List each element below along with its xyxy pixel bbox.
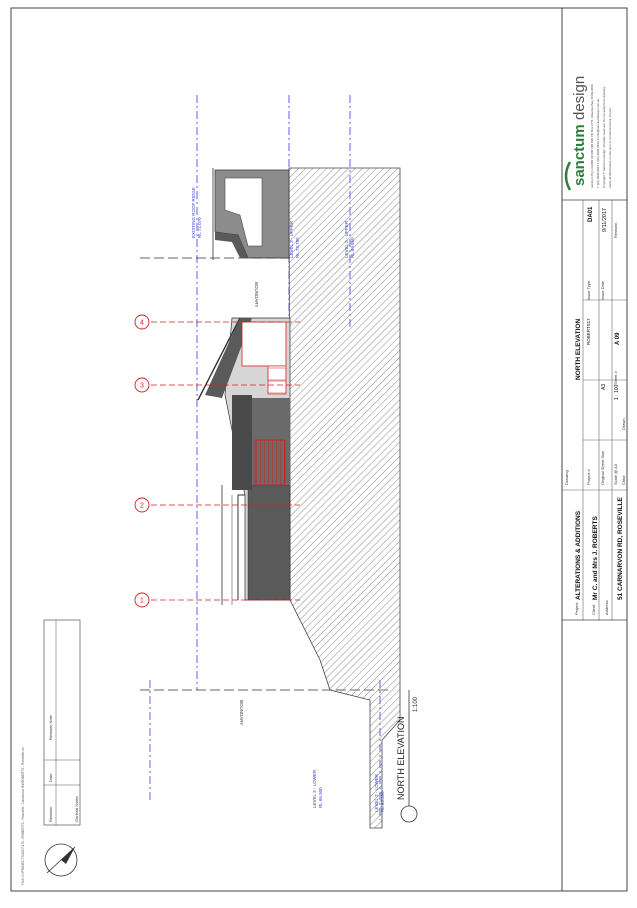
logo-mark-icon <box>564 161 572 191</box>
boundary-label-upper: BOUNDARY <box>254 282 259 307</box>
boundary-label-lower: BOUNDARY <box>239 700 244 725</box>
client-label: Client <box>591 604 596 615</box>
level-upper-a-label: LEVEL 3 - UPPER <box>289 220 294 258</box>
contact-line-2: T (02) 9999 9844 F (02) 9999 9833 E info… <box>596 98 600 188</box>
drawing-label: Drawing <box>564 470 569 485</box>
checked-label: Chkd <box>621 476 626 485</box>
sheet-no: A 09 <box>615 332 621 345</box>
ground-hatch <box>288 167 401 829</box>
level-lower-b-label: LEVEL 2 - LOWER <box>374 773 379 812</box>
boundary-lines <box>140 257 390 691</box>
level-ridge-rl: RL 72.070 <box>197 217 202 238</box>
grid-label-3: 3 <box>140 383 144 390</box>
issue-date-label: Issue Date <box>600 280 605 300</box>
scale-label: Scale @ A3 <box>613 463 618 485</box>
project-no-label: Project # <box>586 468 591 485</box>
title-block: Project ALTERATIONS & ADDITIONS Client M… <box>561 8 627 891</box>
project-no: ROBERTS17 <box>586 318 591 345</box>
rev-header-date: Date <box>48 773 53 782</box>
view-title: NORTH ELEVATION 1:100 <box>396 690 419 823</box>
issue-type: DA01 <box>588 206 594 222</box>
revision-label: Revision <box>613 223 618 238</box>
level-lower-a-label: LEVEL 3 - LOWER <box>312 769 317 808</box>
revision-table: Revision Date Revision Note General Note… <box>21 619 81 885</box>
north-arrow-icon <box>44 843 78 877</box>
level-upper-a-rl: RL 73.785 <box>295 237 300 258</box>
file-path: FILE: D:\PROJECTS\2017\170...\ROBERTS - … <box>21 747 25 885</box>
grid-label-2: 2 <box>140 503 144 510</box>
brand-light: design <box>571 76 588 120</box>
level-lower-a-rl: RL 66.900 <box>318 787 323 808</box>
contact-line-1: sanctum Pty Ltd ABN 00 000 000 000 PO Bo… <box>590 84 594 188</box>
contact-line-4: Verify all dimensions on site prior to c… <box>608 107 612 188</box>
drawing-name: NORTH ELEVATION <box>575 319 582 380</box>
view-title-bubble-icon <box>400 805 418 823</box>
general-notes-label: General Notes <box>74 796 79 822</box>
level-upper-b-label: LEVEL 2 - UPPER <box>344 220 349 258</box>
grid-bubble-1: 1 <box>134 592 150 608</box>
orig-sheet: A3 <box>601 384 607 390</box>
drawn-label: Drawn <box>621 418 626 430</box>
contact-line-3: Copyright © Sanctum Design. All rights r… <box>602 86 606 188</box>
sheet-border <box>10 7 628 892</box>
address-value: 51 CARNARVON RD, ROSEVILLE <box>617 497 624 600</box>
client-name: Mr C. and Mrs J. ROBERTS <box>592 516 599 600</box>
grid-bubble-4: 4 <box>134 314 150 330</box>
address-label: Address <box>604 600 609 615</box>
project-label: Project <box>574 602 579 615</box>
rev-header-note: Revision Note <box>48 714 53 740</box>
level-labels: EXISTING ROOF RIDGE RL 72.070 LEVEL 3 - … <box>191 187 385 812</box>
grid-bubble-3: 3 <box>134 377 150 393</box>
project-name: ALTERATIONS & ADDITIONS <box>575 510 582 600</box>
company-logo: sanctum design sanctum Pty Ltd ABN 00 00… <box>564 76 612 191</box>
grid-label-1: 1 <box>140 598 144 605</box>
grid-bubble-2: 2 <box>134 497 150 513</box>
issue-date: 9/11/2017 <box>602 208 608 232</box>
level-lower-b-rl: RL 63.350 <box>380 791 385 812</box>
view-title-scale: 1:100 <box>413 696 419 712</box>
grid-label-4: 4 <box>140 320 144 327</box>
level-ridge-label: EXISTING ROOF RIDGE <box>191 187 196 238</box>
rev-header-revision: Revision <box>48 807 53 822</box>
issue-type-label: Issue Type <box>586 280 591 300</box>
sheet-no-label: Sheet # <box>613 370 618 385</box>
brand-bold: sanctum <box>571 124 588 186</box>
view-title-text: NORTH ELEVATION <box>396 716 406 800</box>
existing-roof <box>212 168 290 260</box>
grid-lines <box>142 321 300 601</box>
level-upper-b-rl: RL 69.650 <box>350 237 355 258</box>
orig-sheet-label: Original Sheet Size <box>600 450 605 485</box>
scale-value: 1 : 100 <box>614 384 620 400</box>
house-elevation <box>197 317 291 605</box>
